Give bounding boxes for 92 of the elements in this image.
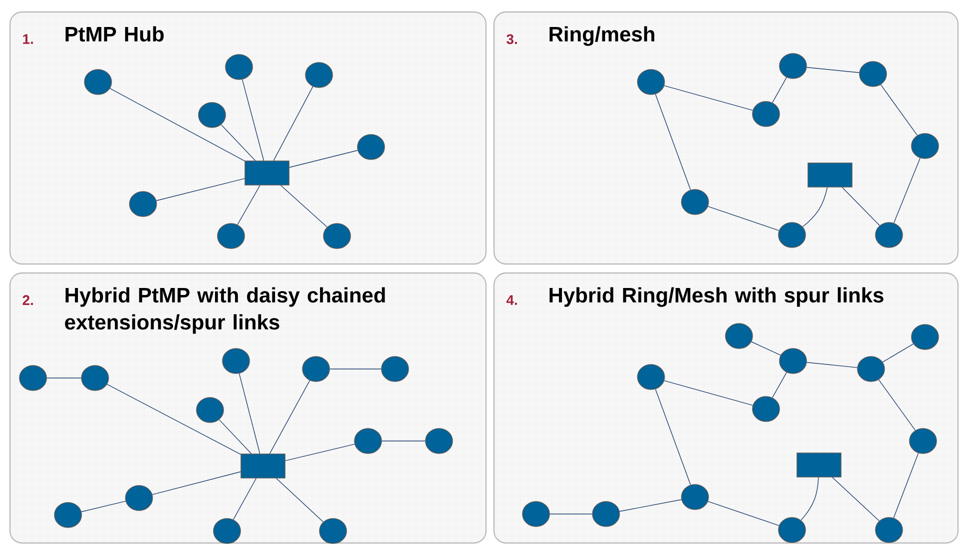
node-circle [752,396,780,422]
node-circle [592,501,620,527]
hub-box [240,454,286,478]
link-line [273,86,314,161]
link-line [218,419,252,454]
node-circle [778,517,806,543]
link-line [619,499,682,512]
link-line [878,379,916,431]
link-line [751,341,781,356]
link-line [708,206,780,231]
node-circle [319,518,347,544]
link-line [806,67,860,73]
link-line [156,178,245,201]
node-circle [381,356,409,382]
node-circle [302,356,330,382]
link-line [664,380,754,406]
node-circle [354,428,382,454]
link-line [269,380,310,454]
link-line [894,158,920,224]
node-circle [875,222,903,248]
link-line [800,477,819,521]
link-line [655,94,691,190]
node-circle [198,102,226,128]
node-circle [84,69,112,95]
node-circle [217,223,245,249]
link-line [285,444,355,462]
node-circle [859,61,887,87]
link-line [220,124,256,161]
link-line [802,187,828,228]
node-circle [875,517,903,543]
node-circle [779,53,807,79]
link-line [842,187,880,226]
node-circle [81,365,109,391]
panel-number: 1. [23,34,33,44]
node-circle [681,484,709,510]
link-line [152,471,241,495]
panel-number: 2. [22,295,33,305]
node-circle [54,502,82,528]
panel-title: Hybrid Ring/Mesh with spur links [550,287,884,307]
link-line [708,501,780,526]
link-line [242,79,264,161]
link-line [280,185,328,228]
link-line [772,372,787,398]
link-line [276,478,324,522]
node-circle [305,62,333,88]
node-circle [637,69,665,95]
panel-title: Hybrid PtMP with daisy chained extensions/spur links [65,287,385,334]
node-circle [637,364,665,390]
link-line [237,185,260,225]
node-circle [857,356,885,382]
link-line [832,477,880,522]
hub-box [808,162,852,188]
panel-number: 4. [506,295,517,305]
link-line [330,368,382,370]
panel-number: 3. [506,34,517,44]
link-line [289,150,358,168]
node-circle [222,348,250,374]
link-line [81,500,126,512]
node-circle [129,191,157,217]
link-line [238,373,260,454]
node-circle [681,189,709,215]
node-circle [19,365,47,391]
node-circle [911,133,939,159]
node-circle [425,428,453,454]
node-circle [911,324,939,350]
node-circle [225,54,253,80]
node-circle [196,397,224,423]
hub-box [244,160,290,186]
node-circle [213,518,241,544]
link-line [806,362,858,368]
node-circle [909,428,937,454]
link-line [382,440,426,442]
link-line [664,85,754,111]
node-circle [125,485,153,511]
hub-box [796,452,842,478]
node-circle [778,222,806,248]
link-line [233,478,256,520]
panel-title: PtMP Hub [66,26,164,42]
node-circle [779,348,807,374]
node-circle [522,501,550,527]
link-line [110,88,245,162]
link-line [893,452,919,518]
link-line [106,384,241,455]
link-line [880,84,918,136]
panel-title: Ring/mesh [550,26,654,46]
link-line [772,77,787,103]
link-line [882,344,914,362]
node-circle [725,323,753,349]
node-circle [323,223,351,249]
link-line [655,388,691,486]
node-circle [357,134,385,160]
node-circle [752,101,780,127]
